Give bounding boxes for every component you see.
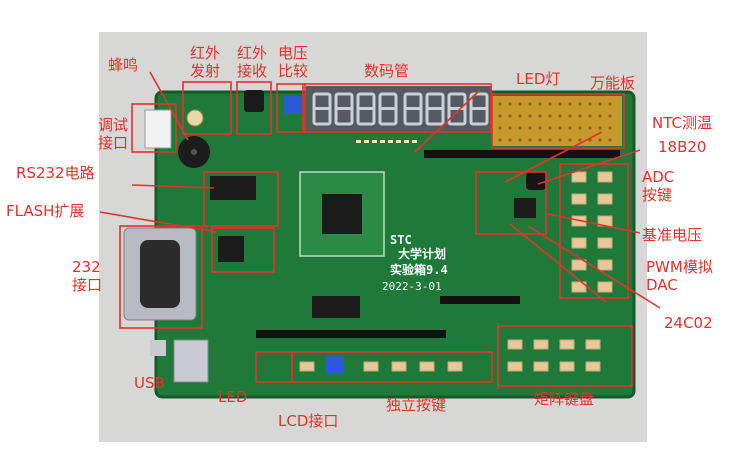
board-brand: STC	[390, 233, 412, 247]
label-independent-keys: 独立按键	[386, 396, 447, 414]
ds18b20-sensor	[526, 172, 546, 190]
ir-receiver	[244, 90, 264, 112]
pcb-board	[156, 92, 634, 397]
label-led-lamp: LED灯	[516, 70, 561, 88]
label-proto-board: 万能板	[590, 74, 636, 92]
header-top	[424, 150, 620, 158]
flash-chip	[218, 236, 244, 262]
potentiometer	[284, 96, 302, 114]
board-date: 2022-3-01	[382, 280, 442, 293]
lcd-header	[256, 330, 446, 338]
label-seg-display: 数码管	[364, 62, 410, 80]
board-title-2: 实验箱9.4	[390, 262, 448, 277]
mcu-chip	[322, 194, 362, 234]
lcd-potentiometer	[326, 356, 344, 374]
adc-key-column	[571, 171, 613, 293]
label-matrix-keypad: 矩阵键盘	[534, 390, 595, 408]
header-mid	[440, 296, 520, 304]
label-ir-transmit: 红外 发射	[190, 44, 221, 80]
ir-transmitter	[186, 109, 204, 127]
label-rs232: RS232电路	[16, 164, 95, 182]
label-usb: USB	[134, 374, 165, 392]
board-title-1: 大学计划	[398, 246, 446, 261]
label-flash: FLASH扩展	[6, 202, 85, 220]
eeprom-chip	[514, 198, 536, 218]
led-row	[356, 140, 417, 143]
matrix-keypad-keys	[507, 339, 601, 372]
label-18b20: 18B20	[658, 138, 707, 156]
label-232-port: 232 接口	[72, 258, 103, 294]
debug-connector	[144, 109, 172, 149]
micro-usb	[150, 340, 166, 356]
label-debug-port: 调试 接口	[98, 116, 129, 152]
label-24c02: 24C02	[664, 314, 713, 332]
usb-port	[173, 339, 209, 383]
segment-digits	[312, 92, 489, 126]
label-ntc: NTC测温	[652, 114, 712, 132]
rs232-chip	[210, 176, 256, 200]
annotation-lines	[99, 71, 661, 309]
annotation-boxes	[119, 81, 633, 387]
label-vref: 基准电压	[642, 226, 703, 244]
label-lcd: LCD接口	[278, 412, 339, 430]
label-pwm-dac: PWM模拟 DAC	[646, 258, 713, 294]
label-adc-keys: ADC 按键	[642, 168, 675, 204]
label-led: LED	[218, 388, 248, 406]
independent-keys	[299, 361, 463, 372]
label-ir-receive: 红外 接收	[237, 44, 268, 80]
label-buzzer: 蜂鸣	[108, 56, 139, 74]
expansion-chip	[312, 296, 360, 318]
label-voltage-compare: 电压 比较	[278, 44, 309, 80]
